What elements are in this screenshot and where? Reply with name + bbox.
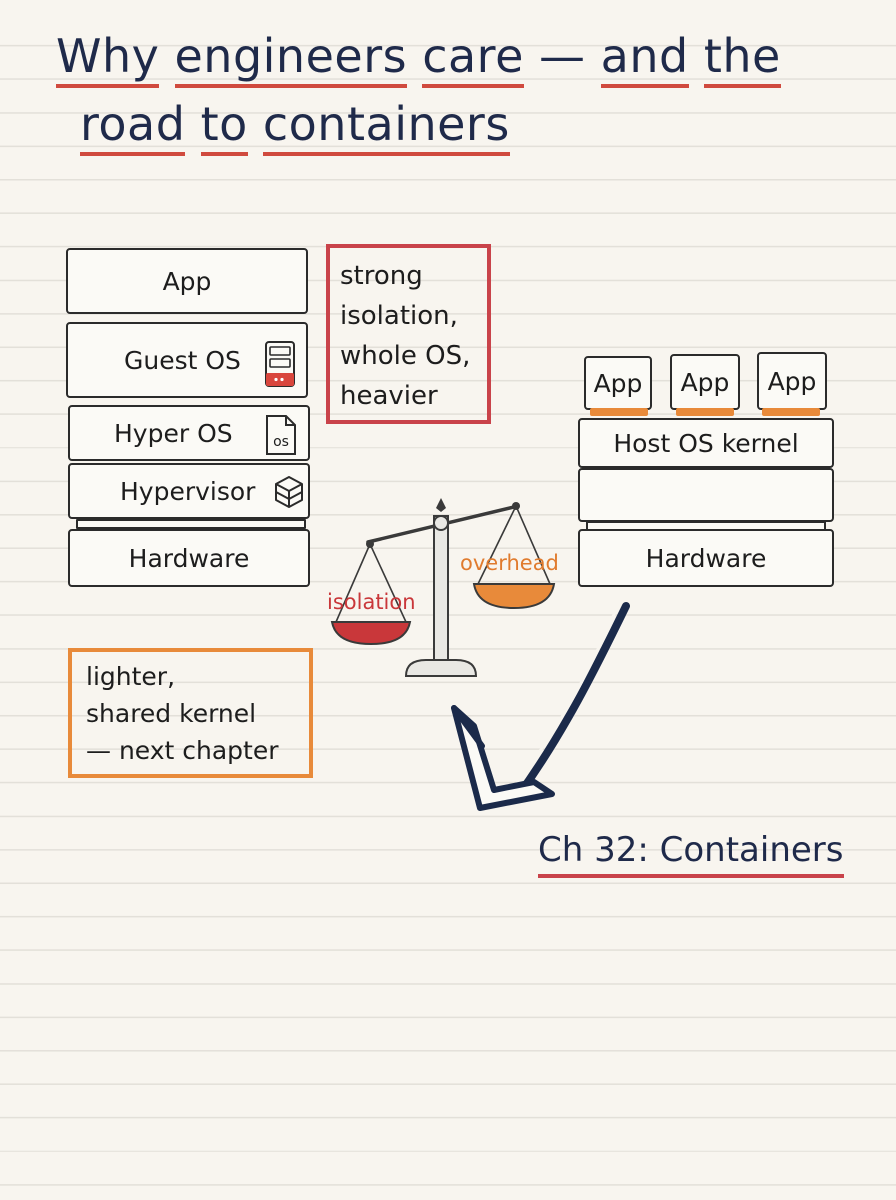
host-os-kernel-layer: Host OS kernel	[578, 418, 834, 468]
app-container-marker	[762, 408, 820, 416]
note-line: whole OS,	[340, 341, 471, 371]
page-title: Why engineers care — and the road to con…	[56, 22, 856, 158]
os-file-icon: os	[266, 415, 296, 455]
next-chapter-title: Ch 32: Containers	[538, 830, 844, 878]
app-container-marker	[590, 408, 648, 416]
hypervisor-label: Hypervisor	[120, 476, 256, 506]
vm-app-layer: App	[66, 248, 308, 314]
container-app-1: App	[584, 356, 652, 410]
container-hardware-layer: Hardware	[578, 529, 834, 587]
title-line-2: road to containers	[56, 90, 856, 158]
note-line: strong	[340, 261, 423, 291]
container-app-3: App	[757, 352, 827, 410]
title-word: engineers	[174, 28, 408, 88]
vm-hardware-layer: Hardware	[68, 529, 310, 587]
note-line: lighter,	[86, 662, 176, 691]
vm-hardware-label: Hardware	[128, 543, 250, 573]
host-kernel-label: Host OS kernel	[613, 428, 799, 458]
note-line: isolation,	[340, 301, 458, 331]
hyper-os-label: Hyper OS	[114, 418, 233, 448]
title-word: containers	[262, 96, 510, 156]
vm-hypervisor-layer: Hypervisor	[68, 463, 310, 519]
vm-app-label: App	[162, 266, 212, 296]
guest-os-label: Guest OS	[124, 345, 241, 375]
container-runtime-layer	[578, 468, 834, 522]
container-hardware-label: Hardware	[645, 543, 767, 573]
title-word: to	[200, 96, 248, 156]
container-app-2: App	[670, 354, 740, 410]
app-container-marker	[676, 408, 734, 416]
os-icon-label: os	[273, 434, 289, 450]
title-line-1: Why engineers care — and the	[56, 22, 856, 90]
title-word: care	[422, 28, 524, 88]
note-line: — next chapter	[86, 736, 279, 765]
overhead-label: overhead	[460, 551, 559, 575]
balance-scale-icon	[330, 498, 556, 677]
isolation-label: isolation	[327, 590, 416, 614]
curved-arrow-icon	[451, 602, 630, 811]
container-app-label: App	[767, 366, 817, 396]
title-word: Why	[56, 28, 160, 88]
container-tradeoff-note: lighter, shared kernel — next chapter	[68, 648, 313, 778]
vm-separator-layer	[76, 519, 306, 529]
vm-tradeoff-note: strong isolation, whole OS, heavier	[326, 244, 491, 424]
title-word: and	[600, 28, 689, 88]
container-app-label: App	[593, 368, 643, 398]
title-word: road	[80, 96, 186, 156]
stack-layers-icon	[275, 476, 303, 508]
server-icon	[265, 341, 295, 387]
container-app-label: App	[680, 367, 730, 397]
note-line: shared kernel	[86, 699, 257, 728]
note-line: heavier	[340, 381, 438, 411]
title-dash: —	[539, 29, 586, 83]
title-word: the	[703, 28, 781, 88]
